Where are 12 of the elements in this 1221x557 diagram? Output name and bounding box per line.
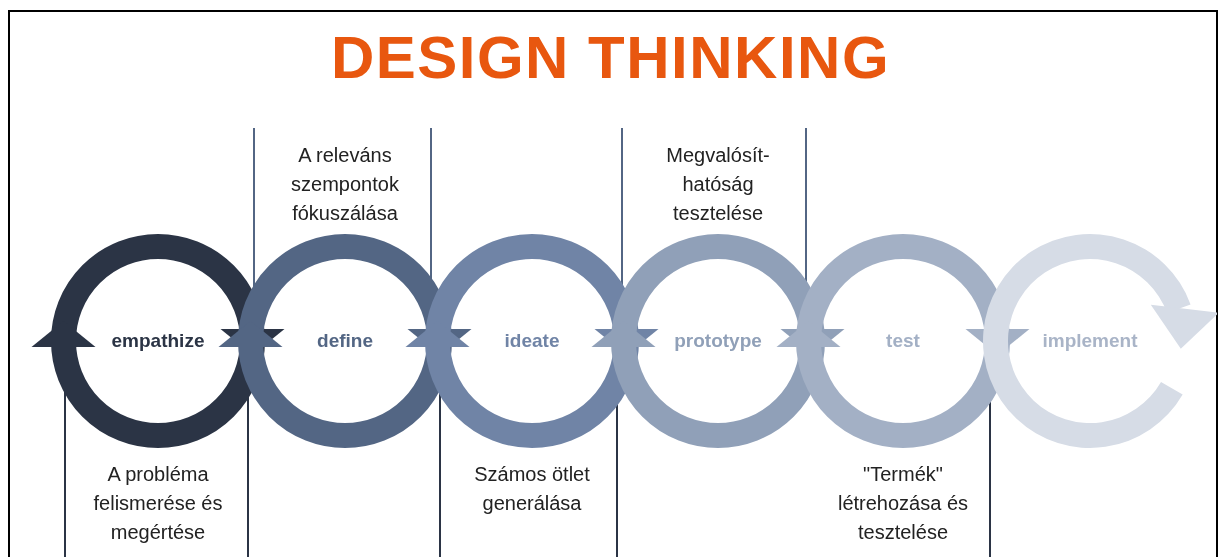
step-label: prototype	[674, 328, 762, 353]
step-description: A releváns szempontok fókuszálása	[290, 143, 400, 226]
step-label: ideate	[504, 328, 560, 353]
step-label: implement	[1042, 328, 1138, 353]
step-description: A probléma felismerése és megértése	[92, 462, 224, 545]
step-description: "Termék" létrehozása és tesztelése	[836, 462, 970, 545]
step-description: Megvalósít-hatóság tesztelése	[665, 143, 771, 226]
title: DESIGN THINKING	[329, 28, 892, 88]
step-label: empathize	[111, 328, 205, 353]
step-label: test	[886, 328, 920, 353]
step-description: Számos ötlet generálása	[473, 462, 591, 516]
step-label: define	[317, 328, 373, 353]
